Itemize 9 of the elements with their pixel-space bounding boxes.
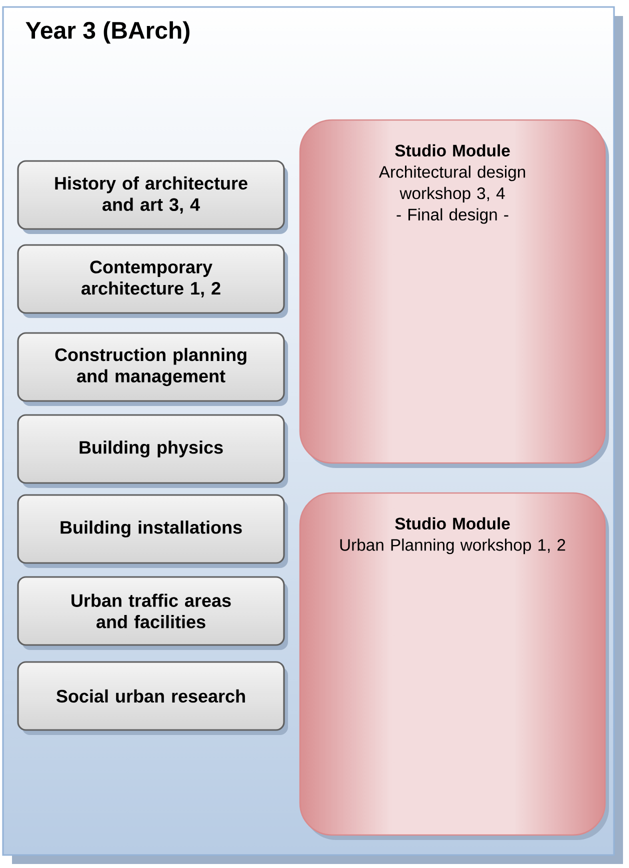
- course-box: Urban traffic areas and facilities: [17, 576, 288, 650]
- course-box: Construction planning and management: [17, 332, 288, 406]
- course-box: Social urban research: [17, 661, 288, 735]
- course-box: Contemporary architecture 1, 2: [17, 244, 288, 318]
- course-box: Building physics: [17, 414, 288, 488]
- studio-module-box: Studio Module Architectural design workshop 3, 4 - Final design -: [299, 119, 609, 468]
- course-box: Building installations: [17, 494, 288, 568]
- studio-module-box: Studio Module Urban Planning workshop 1, 2: [299, 492, 609, 840]
- course-box: History of architecture and art 3, 4: [17, 160, 288, 234]
